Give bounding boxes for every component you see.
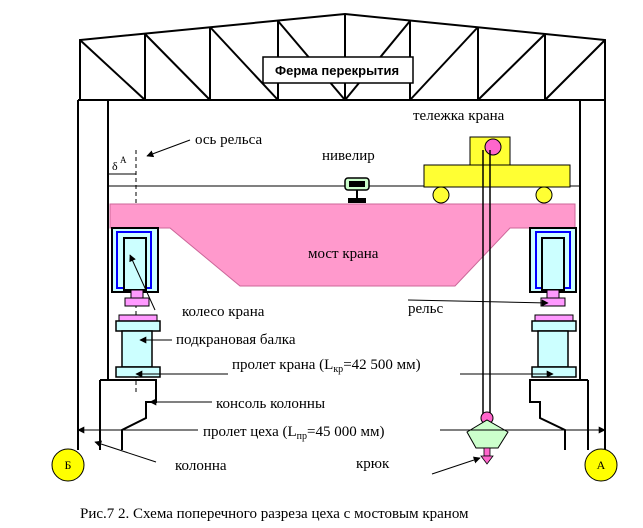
axis-marker-left: Б — [51, 448, 85, 482]
hook-rope — [482, 150, 491, 418]
figure-caption: Рис.7 2. Схема поперечного разреза цеха … — [80, 506, 469, 522]
delta-symbol: δ — [112, 159, 118, 173]
hook-block — [466, 411, 509, 465]
axis-left-label: Б — [65, 458, 72, 472]
bridge-label: мост крана — [308, 246, 379, 262]
crane-beam-label: подкрановая балка — [176, 332, 296, 348]
right-wheel-assembly — [529, 227, 577, 378]
leader-lines — [94, 139, 549, 475]
truss-label: Ферма перекрытия — [275, 63, 399, 78]
shop-span-label: пролет цеха (Lпр=45 000 мм) — [203, 424, 384, 442]
delta-superscript: A — [120, 155, 127, 165]
truss-label-box: Ферма перекрытия — [262, 56, 414, 84]
crane-trolley — [423, 136, 571, 204]
wheel-label: колесо крана — [182, 304, 265, 320]
axis-marker-right: А — [584, 448, 618, 482]
crane-span-label: пролет крана (Lкр=42 500 мм) — [232, 357, 421, 375]
axis-right-label: А — [597, 458, 606, 472]
hook-label: крюк — [356, 456, 390, 472]
level-label: нивелир — [322, 148, 375, 164]
trolley-label: тележка крана — [413, 108, 505, 124]
rail-label: рельс — [408, 301, 443, 317]
rail-axis-label: ось рельса — [195, 132, 262, 148]
crane-bridge — [109, 203, 576, 287]
left-wheel-assembly — [111, 227, 161, 378]
column-label: колонна — [175, 458, 227, 474]
level-instrument — [344, 177, 370, 203]
console-label: консоль колонны — [216, 396, 325, 412]
